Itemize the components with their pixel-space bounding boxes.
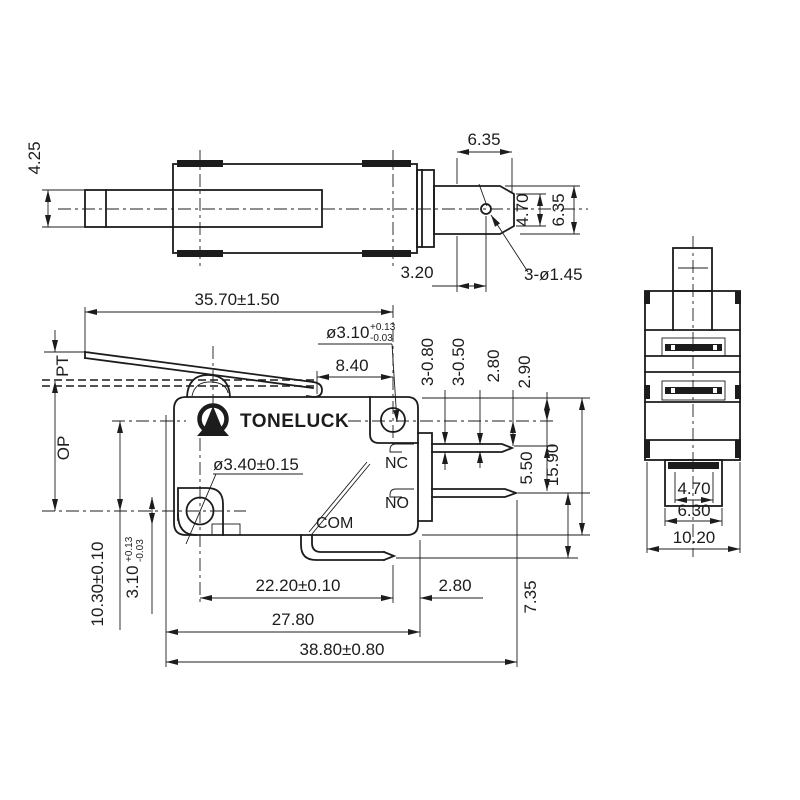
dim-blade-width: 4.70: [677, 479, 710, 498]
mount-tab-mark: [177, 160, 223, 167]
brand-text: TONELUCK: [240, 411, 349, 432]
label-com: COM: [316, 515, 353, 532]
top-view: [84, 160, 515, 257]
com-terminal-blade: [300, 534, 397, 562]
terminal-plate: [433, 185, 515, 235]
dim-mount-hole: ø3.40±0.15: [213, 455, 299, 474]
top-view-dimensions: 4.25 6.35 4.70 6.35 3.20 3-ø1.45: [25, 130, 583, 292]
dim-top-hole-tol-plus: +0.13: [370, 322, 396, 333]
dim-nc-to-no: 5.50: [517, 451, 536, 484]
logo-flame-icon: [204, 406, 222, 428]
front-view-dimensions: 35.70±1.50 ø3.10 +0.13 -0.03 8.40 PT OP …: [44, 290, 590, 667]
dim-slot-tol-plus: +0.13: [124, 536, 135, 562]
contact-spring: [308, 461, 368, 533]
lower-mount-hole: [177, 487, 224, 536]
dim-hole-callout: 3-ø1.45: [524, 265, 583, 284]
switch-body: [173, 396, 419, 536]
upper-mount-hole: [369, 396, 419, 444]
dim-slot-width: 6.30: [677, 501, 710, 520]
dim-slot-tol-minus: -0.03: [135, 539, 146, 562]
label-pt: PT: [53, 355, 72, 377]
label-op: OP: [54, 436, 73, 461]
dim-top-hole-tol-minus: -0.03: [370, 333, 393, 344]
dim-top-hole-dia: ø3.10: [326, 323, 369, 342]
terminal-slot: [661, 337, 726, 357]
dim-blade-thickness-2: 3-0.50: [449, 338, 468, 386]
front-view: TONELUCK NC: [42, 350, 519, 562]
dim-no-to-com: 7.35: [521, 580, 540, 613]
terminal-slot: [661, 380, 726, 401]
dim-hole-spacing: 10.30±0.10: [88, 542, 107, 627]
mount-tab-mark: [362, 160, 411, 167]
toneluck-logo: TONELUCK: [197, 403, 349, 436]
dim-lever-length: 35.70±1.50: [195, 290, 280, 309]
mount-tab-mark: [362, 250, 411, 257]
lever-top: [84, 189, 323, 228]
dim-hole-to-tip: 22.20±0.10: [256, 576, 341, 595]
side-body: [644, 290, 741, 461]
dim-body-depth: 10.20: [673, 528, 716, 547]
dim-lever-width: 4.25: [25, 141, 44, 174]
nc-terminal-blade: [431, 443, 515, 453]
dim-hole-offset: 3.20: [400, 263, 433, 282]
dim-terminal-length: 6.35: [467, 130, 500, 149]
label-no: NO: [385, 495, 409, 512]
side-plunger: [672, 247, 713, 292]
dim-hole-to-nc: 2.80: [484, 349, 503, 382]
dim-overall-length: 38.80±0.80: [300, 640, 385, 659]
dim-terminal-height: 6.35: [549, 193, 568, 226]
dim-slot-height: 3.10: [123, 565, 142, 598]
side-view: 4.70 6.30 10.20: [644, 247, 741, 553]
dim-body-height: 15.90: [543, 444, 562, 487]
dim-tip-to-edge: 2.80: [438, 576, 471, 595]
no-terminal-blade: [431, 488, 519, 498]
dim-top-to-hole: 2.90: [515, 355, 534, 388]
dim-blade-thickness-1: 3-0.80: [418, 338, 437, 386]
label-nc: NC: [385, 455, 408, 472]
centerlines: [42, 150, 694, 604]
dim-body-width: 27.80: [272, 610, 315, 629]
mount-tab-mark: [177, 250, 223, 257]
dim-tab-width: 4.70: [513, 193, 532, 226]
dim-lever-to-hole: 8.40: [335, 356, 368, 375]
side-terminal-block: [664, 459, 723, 507]
